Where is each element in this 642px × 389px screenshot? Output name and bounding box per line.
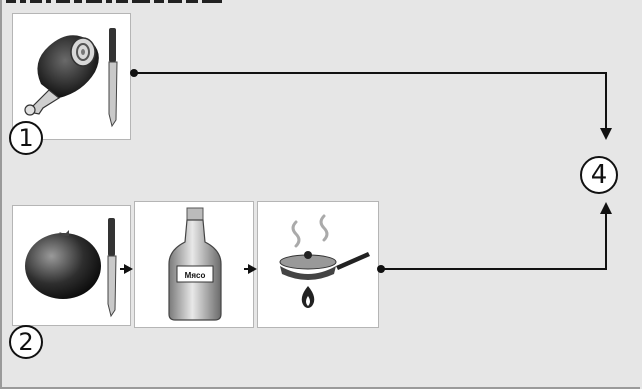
connector-dot (130, 69, 138, 77)
tomato-icon (25, 230, 101, 299)
knife-icon (108, 28, 118, 128)
frying-pan-tile (257, 201, 379, 328)
arrowhead-right (248, 264, 257, 274)
bottle-tile: Мясо (134, 201, 254, 328)
arrowhead-right (124, 264, 133, 274)
connector-step1-to-4 (134, 72, 607, 128)
step-2-circle: 2 (9, 325, 43, 359)
header-strip (6, 0, 222, 3)
bottle-label: Мясо (185, 271, 206, 280)
meat-icon (24, 35, 99, 116)
bottle-icon: Мясо (168, 207, 222, 321)
connector-dot (377, 265, 385, 273)
knife-icon (107, 218, 117, 318)
step-4-circle: 4 (580, 156, 618, 194)
frying-pan-icon (279, 251, 370, 280)
meat-knife-tile (12, 13, 131, 140)
tomato-knife-tile (12, 205, 131, 326)
flame-icon (301, 286, 315, 308)
arrowhead-up (600, 202, 612, 214)
arrowhead-down (600, 128, 612, 140)
step-1-circle: 1 (9, 121, 43, 155)
connector-step3-to-4 (381, 214, 607, 270)
steam-icon (291, 214, 329, 248)
